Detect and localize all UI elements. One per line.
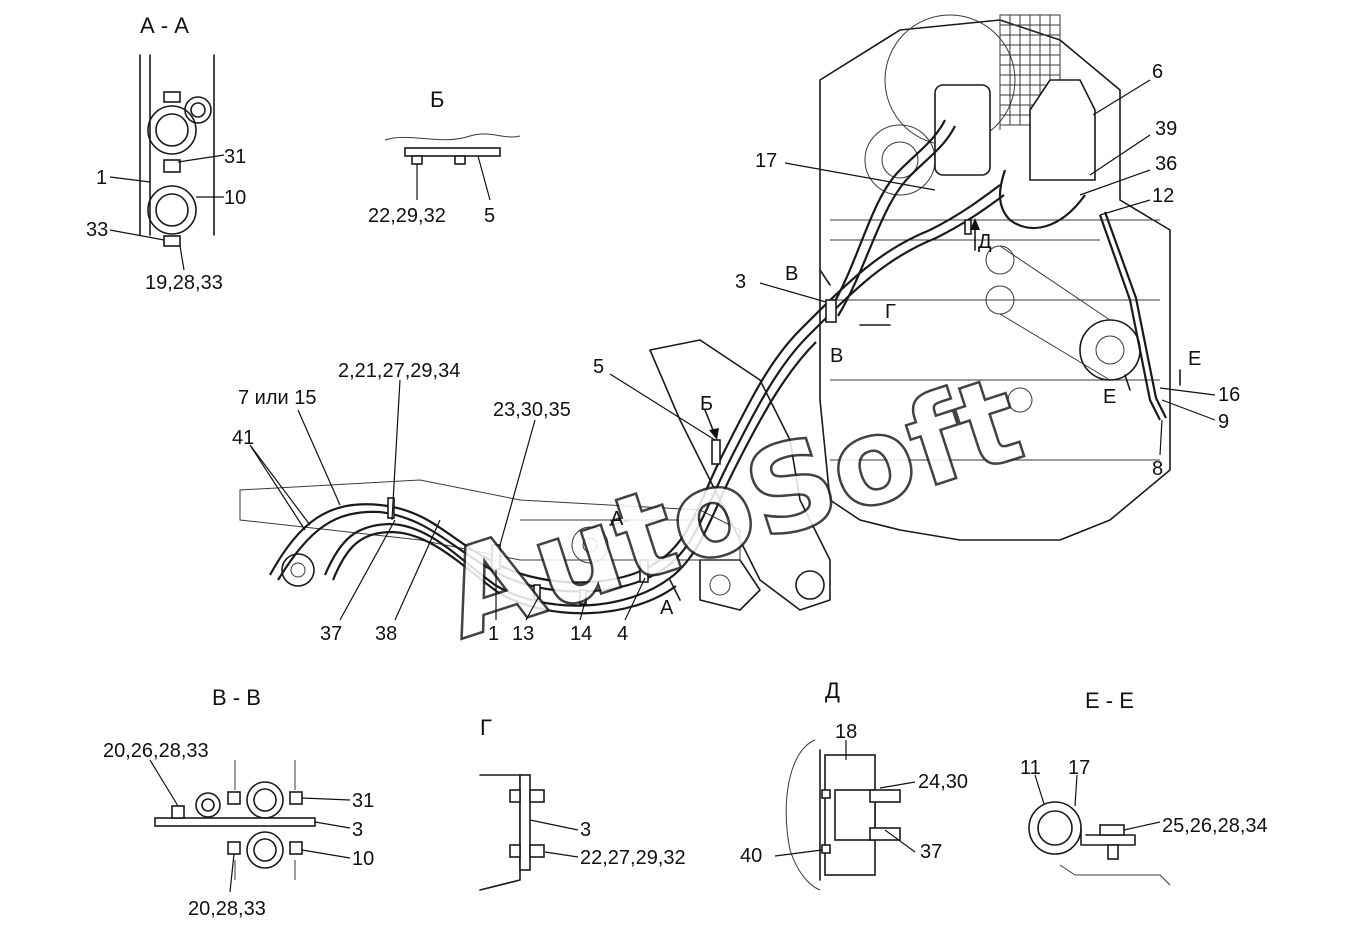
vv-callout-3: 3 [352, 819, 363, 841]
g-callout-3: 3 [580, 819, 591, 841]
main-assembly-view [239, 14, 1181, 615]
watermark-text: AutoSoft [427, 350, 1037, 667]
vv-callout-10: 10 [352, 848, 374, 870]
aa-callout-33: 33 [86, 219, 108, 241]
callout-2-21-27-29-34: 2,21,27,29,34 [338, 360, 460, 382]
section-g-label: Г [885, 301, 896, 323]
watermark: AutoSoft [426, 349, 1039, 668]
view-a-a: А - А 1 31 10 33 19,28,33 [86, 13, 246, 294]
callout-3: 3 [735, 271, 746, 293]
section-e-label-bottom: Е [1103, 386, 1116, 408]
section-a-label-bottom: А [660, 597, 674, 619]
vv-callout-20-28-33: 20,28,33 [188, 898, 266, 920]
e-callout-17: 17 [1068, 757, 1090, 779]
callout-14: 14 [570, 623, 592, 645]
callout-7-or-15: 7 или 15 [238, 387, 317, 409]
view-d-title: Д [825, 678, 840, 703]
e-callout-25-26-28-34: 25,26,28,34 [1162, 815, 1268, 837]
callout-39: 39 [1155, 118, 1177, 140]
main-callouts: 6 39 36 12 17 Д В 3 Г В Е 16 Е 9 8 5 Б 2… [232, 61, 1240, 645]
callout-16: 16 [1218, 384, 1240, 406]
section-v-label-top: В [785, 263, 798, 285]
view-b: Б 22,29,32 5 [368, 87, 521, 227]
view-e-e-title: Е - Е [1085, 688, 1134, 713]
vv-callout-20-26-28-33: 20,26,28,33 [103, 740, 209, 762]
callout-23-30-35: 23,30,35 [493, 399, 571, 421]
callout-8: 8 [1152, 458, 1163, 480]
section-e-label-top: Е [1188, 348, 1201, 370]
callout-5: 5 [593, 356, 604, 378]
e-callout-11: 11 [1020, 757, 1041, 779]
d-callout-18: 18 [835, 721, 857, 743]
callout-1: 1 [488, 623, 499, 645]
d-callout-40: 40 [740, 845, 762, 867]
b-callout-5: 5 [484, 205, 495, 227]
section-d-label: Д [978, 231, 992, 253]
view-d: Д 18 24,30 40 37 [740, 678, 968, 891]
callout-17: 17 [755, 150, 777, 172]
section-a-label-top: А [610, 508, 624, 530]
d-callout-37: 37 [920, 841, 942, 863]
callout-36: 36 [1155, 153, 1177, 175]
view-b-title: Б [430, 87, 444, 112]
section-v-label-bottom: В [830, 345, 843, 367]
callout-38: 38 [375, 623, 397, 645]
callout-13: 13 [512, 623, 534, 645]
vv-callout-31: 31 [352, 790, 374, 812]
aa-callout-1: 1 [96, 167, 107, 189]
g-callout-22-27-29-32: 22,27,29,32 [580, 847, 686, 869]
aa-callout-19-28-33: 19,28,33 [145, 272, 223, 294]
callout-6: 6 [1152, 61, 1163, 83]
view-v-v-title: В - В [212, 685, 261, 710]
aa-callout-10: 10 [224, 187, 246, 209]
d-callout-24-30: 24,30 [918, 771, 968, 793]
view-g-title: Г [480, 715, 492, 740]
aa-callout-31: 31 [224, 146, 246, 168]
view-g: Г 3 22,27,29,32 [479, 715, 686, 891]
b-callout-22-29-32: 22,29,32 [368, 205, 446, 227]
view-a-a-title: А - А [140, 13, 189, 38]
callout-37: 37 [320, 623, 342, 645]
callout-12: 12 [1152, 185, 1174, 207]
callout-4: 4 [617, 623, 628, 645]
callout-41: 41 [232, 427, 254, 449]
view-v-v: В - В 20,26,28,33 31 3 10 20,28,33 [103, 685, 374, 920]
callout-9: 9 [1218, 411, 1229, 433]
view-e-e: Е - Е 11 17 25,26,28,34 [1020, 688, 1268, 886]
section-b-label: Б [700, 393, 713, 415]
